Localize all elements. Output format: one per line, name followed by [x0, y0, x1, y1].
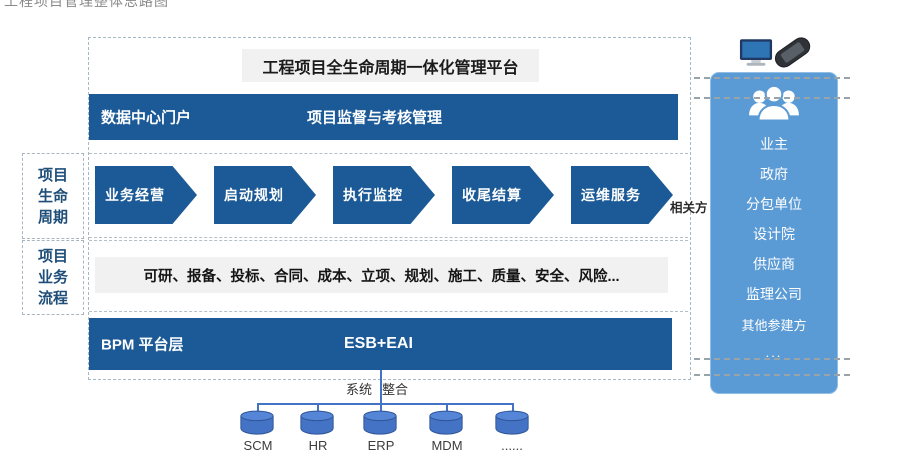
business-process-strip: 可研、报备、投标、合同、成本、立项、规划、施工、质量、安全、风险... [95, 257, 668, 293]
lifecycle-label-line: 生命 [37, 187, 68, 205]
integration-trunk-line [380, 370, 382, 404]
portal-bar: 数据中心门户 项目监督与考核管理 [89, 94, 678, 140]
database-cylinder-icon [427, 410, 465, 441]
stakeholder-more: ... [765, 344, 783, 360]
system-label-part: 系统 [346, 382, 373, 397]
stakeholder-panel: 业主 政府 分包单位 设计院 供应商 监理公司 其他参建方 ... [710, 72, 838, 394]
integration-drop-line [257, 403, 259, 412]
stakeholder-other-participants: 其他参建方 [741, 317, 807, 333]
stakeholder-supplier: 供应商 [753, 256, 795, 272]
integration-drop-line [317, 403, 319, 412]
business-category-label: 项目 业务 流程 [22, 240, 84, 315]
stakeholder-supervision-company: 监理公司 [746, 286, 802, 302]
system-name-more: ...... [501, 438, 523, 453]
database-cylinder-icon [298, 410, 336, 441]
panel-connector-dash-line [694, 374, 850, 376]
platform-layer-bar: BPM 平台层 ESB+EAI [89, 318, 672, 370]
smartphone-icon [769, 31, 818, 78]
stakeholder-design-institute: 设计院 [753, 226, 795, 242]
panel-connector-dash-line [694, 77, 850, 79]
lifecycle-category-label: 项目 生命 周期 [22, 153, 84, 239]
system-name-mdm: MDM [431, 438, 463, 453]
bpm-layer-label: BPM 平台层 [101, 336, 184, 354]
business-label-line: 流程 [37, 290, 68, 307]
lifecycle-label-line: 周期 [37, 208, 68, 226]
system-name-scm: SCM [243, 438, 273, 453]
business-label-line: 业务 [37, 269, 68, 286]
related-party-label: 相关方 [670, 201, 708, 215]
lifecycle-band-box [89, 153, 688, 238]
page-caption: 工程项目管理整体思路图 [4, 0, 169, 9]
database-cylinder-icon [493, 410, 531, 441]
integration-bus-line [258, 403, 514, 405]
phase-arrow-business: 业务经营 [95, 166, 197, 224]
phase-arrow-execution: 执行监控 [333, 166, 435, 224]
supervision-assessment-label: 项目监督与考核管理 [307, 109, 443, 127]
stakeholder-owner: 业主 [760, 136, 788, 152]
system-integration-label: 系统 整合 [346, 379, 408, 398]
system-name-hr: HR [308, 438, 328, 453]
monitor-icon [739, 38, 773, 72]
people-group-icon [746, 83, 802, 129]
integration-drop-line [512, 403, 514, 412]
process-band-box [89, 240, 688, 312]
phase-arrow-closing: 收尾结算 [452, 166, 554, 224]
stakeholder-subcontractor: 分包单位 [746, 196, 802, 212]
phase-arrow-initiation: 启动规划 [214, 166, 316, 224]
platform-boundary-box [88, 37, 691, 380]
integration-drop-line [446, 403, 448, 412]
panel-connector-dash-line [694, 358, 850, 360]
data-center-portal-label: 数据中心门户 [101, 109, 192, 127]
lifecycle-label-line: 项目 [37, 166, 68, 184]
business-label-line: 项目 [37, 248, 68, 265]
system-label-part: 整合 [382, 382, 409, 397]
integration-drop-line [380, 403, 382, 412]
stakeholder-government: 政府 [760, 166, 788, 182]
database-cylinder-icon [361, 410, 399, 441]
platform-title: 工程项目全生命周期一体化管理平台 [242, 49, 539, 82]
esb-eai-label: ESB+EAI [344, 335, 413, 352]
database-cylinder-icon [238, 410, 276, 441]
system-name-erp: ERP [367, 438, 395, 453]
panel-connector-dash-line [694, 97, 850, 99]
phase-arrow-operation: 运维服务 [571, 166, 673, 224]
